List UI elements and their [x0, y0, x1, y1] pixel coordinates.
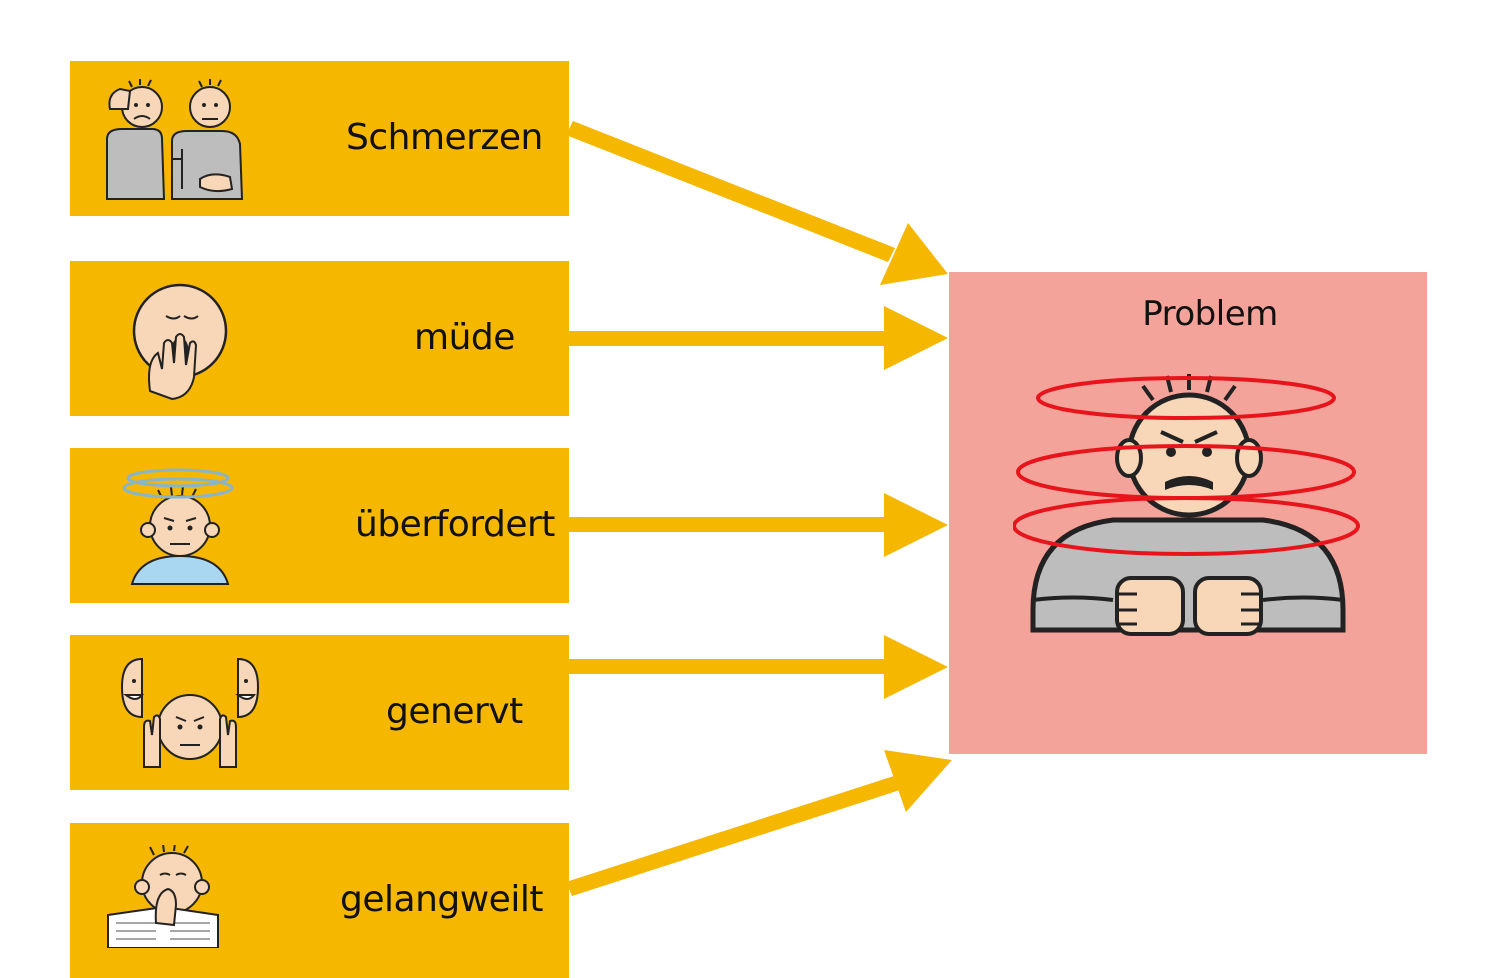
annoyed-person-icon	[120, 657, 260, 768]
yawning-face-icon	[132, 283, 228, 401]
angry-person-icon	[1013, 374, 1360, 636]
card-label: gelangweilt	[340, 879, 543, 920]
card-schmerzen: Schmerzen	[70, 61, 569, 216]
card-label: müde	[414, 317, 515, 358]
card-label: Schmerzen	[346, 117, 543, 158]
arrow-muede	[566, 306, 948, 370]
problem-title: Problem	[1142, 294, 1278, 334]
bored-reader-icon	[107, 845, 219, 948]
pain-people-icon	[106, 79, 244, 200]
card-label: überfordert	[355, 504, 555, 545]
arrows-layer	[566, 121, 952, 896]
arrow-ueberfordert	[566, 493, 948, 557]
card-ueberfordert: überfordert	[70, 448, 569, 603]
arrow-genervt	[566, 635, 948, 699]
arrow-schmerzen	[566, 121, 948, 285]
card-genervt: genervt	[70, 635, 569, 790]
arrow-gelangweilt	[566, 750, 952, 896]
card-muede: müde	[70, 261, 569, 416]
problem-box: Problem	[949, 272, 1427, 754]
dizzy-person-icon	[122, 468, 234, 585]
card-label: genervt	[386, 691, 523, 732]
